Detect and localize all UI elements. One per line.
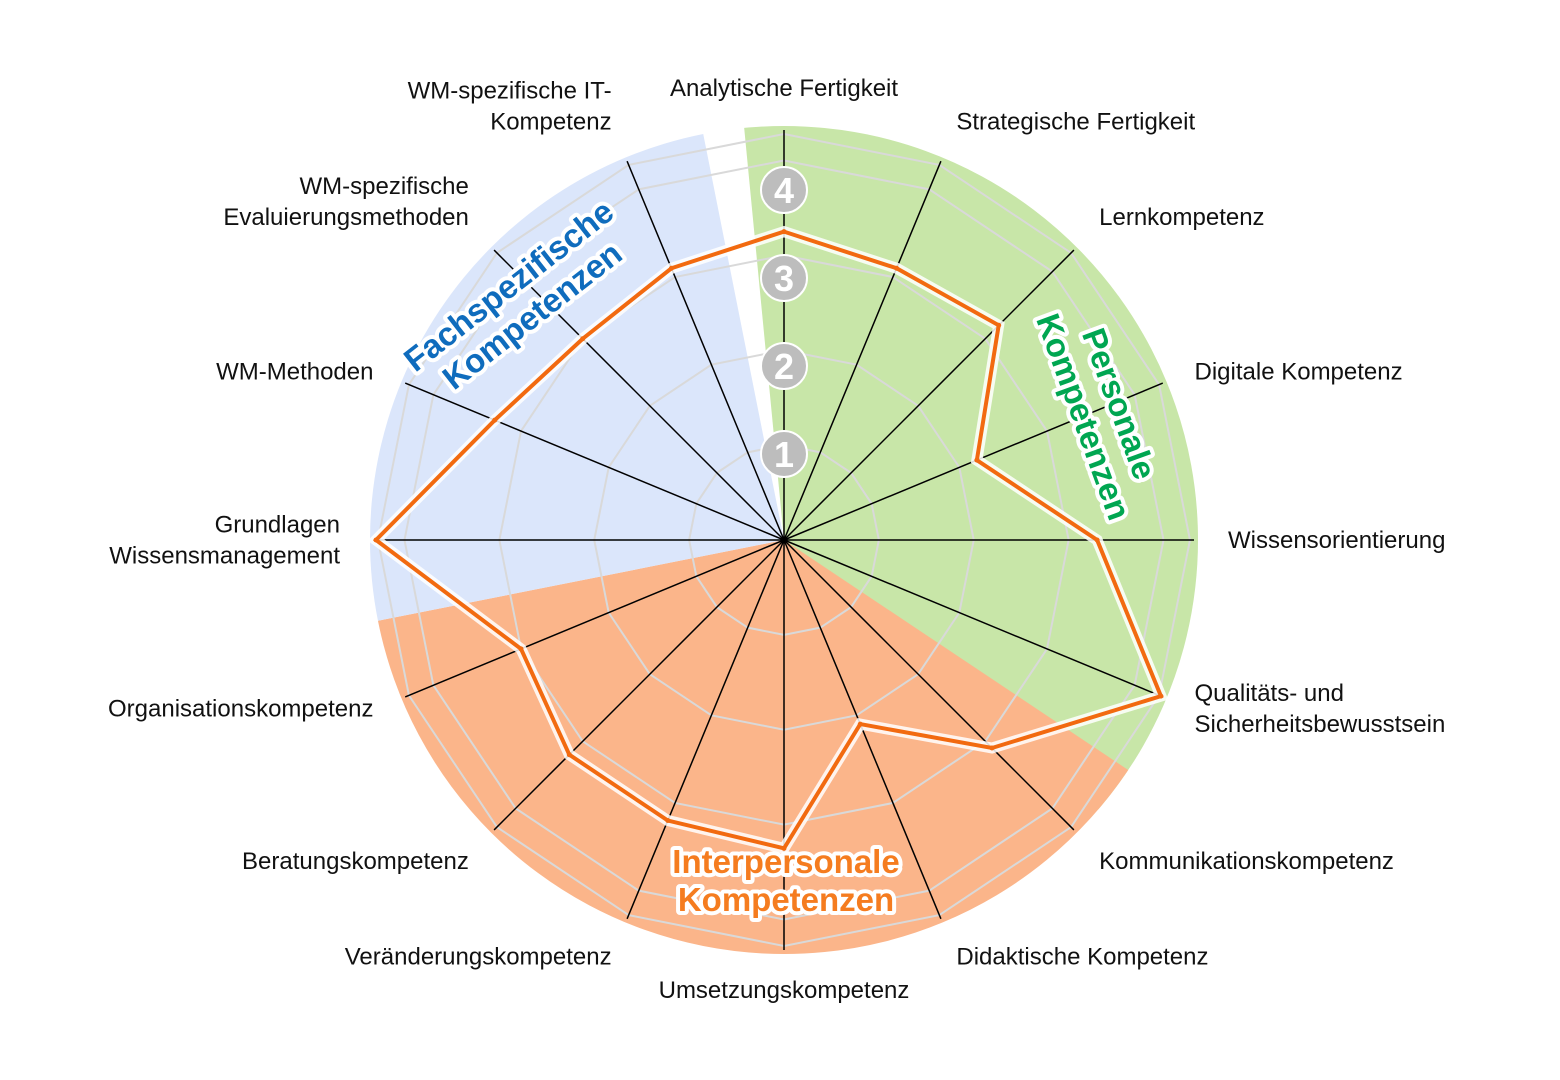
axis-label: Veränderungskompetenz: [345, 944, 612, 971]
tick-badge-circle: [760, 254, 808, 302]
tick-badge-circle: [760, 166, 808, 214]
axis-label-line: Organisationskompetenz: [108, 695, 373, 722]
data-point: [668, 265, 674, 271]
axis-label-line: Wissensorientierung: [1228, 527, 1445, 554]
radial-tick-labels: 1 2 3 4: [760, 166, 808, 478]
axis-label: Kommunikationskompetenz: [1099, 848, 1394, 875]
axis-spoke: [783, 539, 1075, 831]
axis-label: Lernkompetenz: [1099, 204, 1264, 231]
data-point: [996, 322, 1002, 328]
tick-label: 3: [774, 258, 794, 299]
data-point: [974, 457, 980, 463]
axis-label-line: Umsetzungskompetenz: [659, 977, 910, 1004]
sector-personale-kompetenzen: [744, 126, 1198, 810]
axis-label-line: WM-spezifische IT-: [408, 77, 612, 104]
axis-label: Didaktische Kompetenz: [956, 944, 1208, 971]
axis-spoke: [404, 382, 785, 541]
axis-label-line: Digitale Kompetenz: [1195, 359, 1403, 386]
axis-label-line: Didaktische Kompetenz: [956, 944, 1208, 971]
axis-label-line: Kompetenz: [490, 108, 611, 135]
axis-label-line: WM-spezifische: [300, 173, 469, 200]
axis-label: Umsetzungskompetenz: [659, 977, 910, 1004]
tick-label: 1: [774, 434, 794, 475]
axis-spoke: [626, 539, 785, 920]
axis-spoke: [626, 160, 785, 541]
group-label-line: Kompetenzen: [678, 881, 894, 918]
axis-label: Wissensorientierung: [1228, 527, 1445, 554]
axis-spokes: [374, 130, 1194, 950]
data-point: [894, 265, 900, 271]
axis-label: WM-spezifische IT- Kompetenz: [408, 77, 612, 135]
axis-label-line: Kommunikationskompetenz: [1099, 848, 1394, 875]
axis-label-line: Evaluierungsmethoden: [223, 204, 469, 231]
axis-label: WM-Methoden: [216, 359, 373, 386]
axis-label-line: WM-Methoden: [216, 359, 373, 386]
axis-spoke: [783, 539, 1164, 698]
group-sectors: [370, 126, 1198, 954]
axis-label-line: Beratungskompetenz: [242, 848, 469, 875]
axis-spoke: [783, 160, 942, 541]
data-point: [665, 818, 671, 824]
group-label-line: Interpersonale: [672, 843, 899, 880]
data-point: [781, 845, 787, 851]
axis-label-line: Grundlagen: [215, 512, 340, 539]
tick-badge: 2: [760, 342, 808, 390]
axis-label: Organisationskompetenz: [108, 695, 373, 722]
data-point: [857, 721, 863, 727]
axis-spoke: [493, 249, 785, 541]
data-series: [367, 225, 1169, 855]
group-label-line: Kompetenzen: [678, 881, 894, 918]
tick-badge: 1: [760, 430, 808, 478]
axis-label-line: Qualitäts- und: [1195, 680, 1344, 707]
data-point: [580, 336, 586, 342]
sector-fachspezifische-kompetenzen: [370, 133, 784, 621]
axis-spoke: [493, 539, 785, 831]
axis-label-line: Lernkompetenz: [1099, 204, 1264, 231]
tick-label: 4: [774, 170, 794, 211]
tick-badge-circle: [760, 430, 808, 478]
sector-interpersonale-kompetenzen: [377, 540, 1129, 954]
axis-label: Strategische Fertigkeit: [956, 108, 1195, 135]
tick-label: 2: [774, 346, 794, 387]
data-point: [781, 229, 787, 235]
data-point: [1158, 693, 1164, 699]
axis-label-line: Veränderungskompetenz: [345, 944, 612, 971]
axis-label-line: Sicherheitsbewusstsein: [1195, 711, 1446, 738]
tick-badge: 4: [760, 166, 808, 214]
axis-label: Digitale Kompetenz: [1195, 359, 1403, 386]
axis-label: Beratungskompetenz: [242, 848, 469, 875]
axis-label: Analytische Fertigkeit: [670, 75, 898, 102]
axis-label-line: Analytische Fertigkeit: [670, 75, 898, 102]
axis-label-line: Wissensmanagement: [109, 543, 340, 570]
group-label-line: Interpersonale: [672, 843, 899, 880]
axis-spoke: [404, 539, 785, 698]
data-point: [566, 752, 572, 758]
tick-badge-circle: [760, 342, 808, 390]
data-point: [518, 646, 524, 652]
data-point: [492, 417, 498, 423]
axis-spoke: [783, 249, 1075, 541]
tick-badge: 3: [760, 254, 808, 302]
data-point: [989, 745, 995, 751]
data-point: [373, 537, 379, 543]
axis-label-line: Strategische Fertigkeit: [956, 108, 1195, 135]
data-point: [1094, 537, 1100, 543]
